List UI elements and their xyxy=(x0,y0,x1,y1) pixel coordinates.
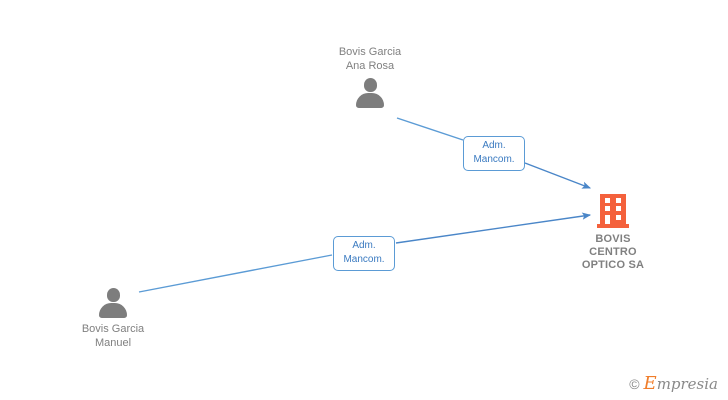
watermark-brand-initial: E xyxy=(643,373,657,394)
person-icon-body xyxy=(356,93,384,108)
edge-label-ana-rosa-line2: Mancom. xyxy=(473,154,515,165)
company-bovis-name-line2: CENTRO xyxy=(589,246,637,258)
edge-label-ana-rosa[interactable]: Adm. Mancom. xyxy=(463,136,525,171)
person-icon-head xyxy=(106,288,120,302)
building-icon-window xyxy=(616,198,621,203)
company-bovis-name-line3: OPTICO SA xyxy=(581,259,645,271)
person-icon xyxy=(96,288,130,318)
watermark-brand-rest: mpresia xyxy=(656,374,718,393)
building-icon-tower xyxy=(600,194,626,224)
company-bovis-name-line1: BOVIS xyxy=(595,233,631,245)
edge-label-manuel-line1: Adm. xyxy=(352,240,376,251)
building-icon-window xyxy=(616,206,621,211)
person-manuel-name: Bovis Garcia Manuel xyxy=(53,322,173,350)
person-ana-rosa-name-line2: Ana Rosa xyxy=(345,60,395,72)
building-icon-window xyxy=(605,198,610,203)
building-icon-door xyxy=(605,215,610,224)
edge-line-manuel-out xyxy=(395,212,592,244)
copyright-icon: © xyxy=(629,376,640,392)
node-company-bovis[interactable]: BOVIS CENTRO OPTICO SA xyxy=(553,194,673,272)
edge-label-manuel-line2: Mancom. xyxy=(343,254,385,265)
person-icon-head xyxy=(363,78,377,92)
building-icon-window xyxy=(616,215,621,220)
person-manuel-name-line1: Bovis Garcia xyxy=(81,323,145,335)
edge-label-ana-rosa-line1: Adm. xyxy=(482,140,506,151)
node-person-ana-rosa[interactable]: Bovis Garcia Ana Rosa xyxy=(310,45,430,108)
person-manuel-name-line2: Manuel xyxy=(94,337,132,349)
building-icon-base xyxy=(597,224,629,228)
company-bovis-name: BOVIS CENTRO OPTICO SA xyxy=(553,233,673,272)
building-icon xyxy=(597,194,629,228)
edge-label-manuel[interactable]: Adm. Mancom. xyxy=(333,236,395,271)
building-icon-window xyxy=(605,206,610,211)
person-ana-rosa-name-line1: Bovis Garcia xyxy=(338,46,402,58)
node-person-manuel[interactable]: Bovis Garcia Manuel xyxy=(53,288,173,350)
person-icon xyxy=(353,78,387,108)
edge-line-ana-rosa-in xyxy=(396,117,464,141)
edge-line-ana-rosa-out xyxy=(524,162,592,189)
person-icon-body xyxy=(99,303,127,318)
watermark: © E mpresia xyxy=(629,375,718,393)
edge-line-manuel-in xyxy=(138,254,333,293)
person-ana-rosa-name: Bovis Garcia Ana Rosa xyxy=(310,45,430,73)
